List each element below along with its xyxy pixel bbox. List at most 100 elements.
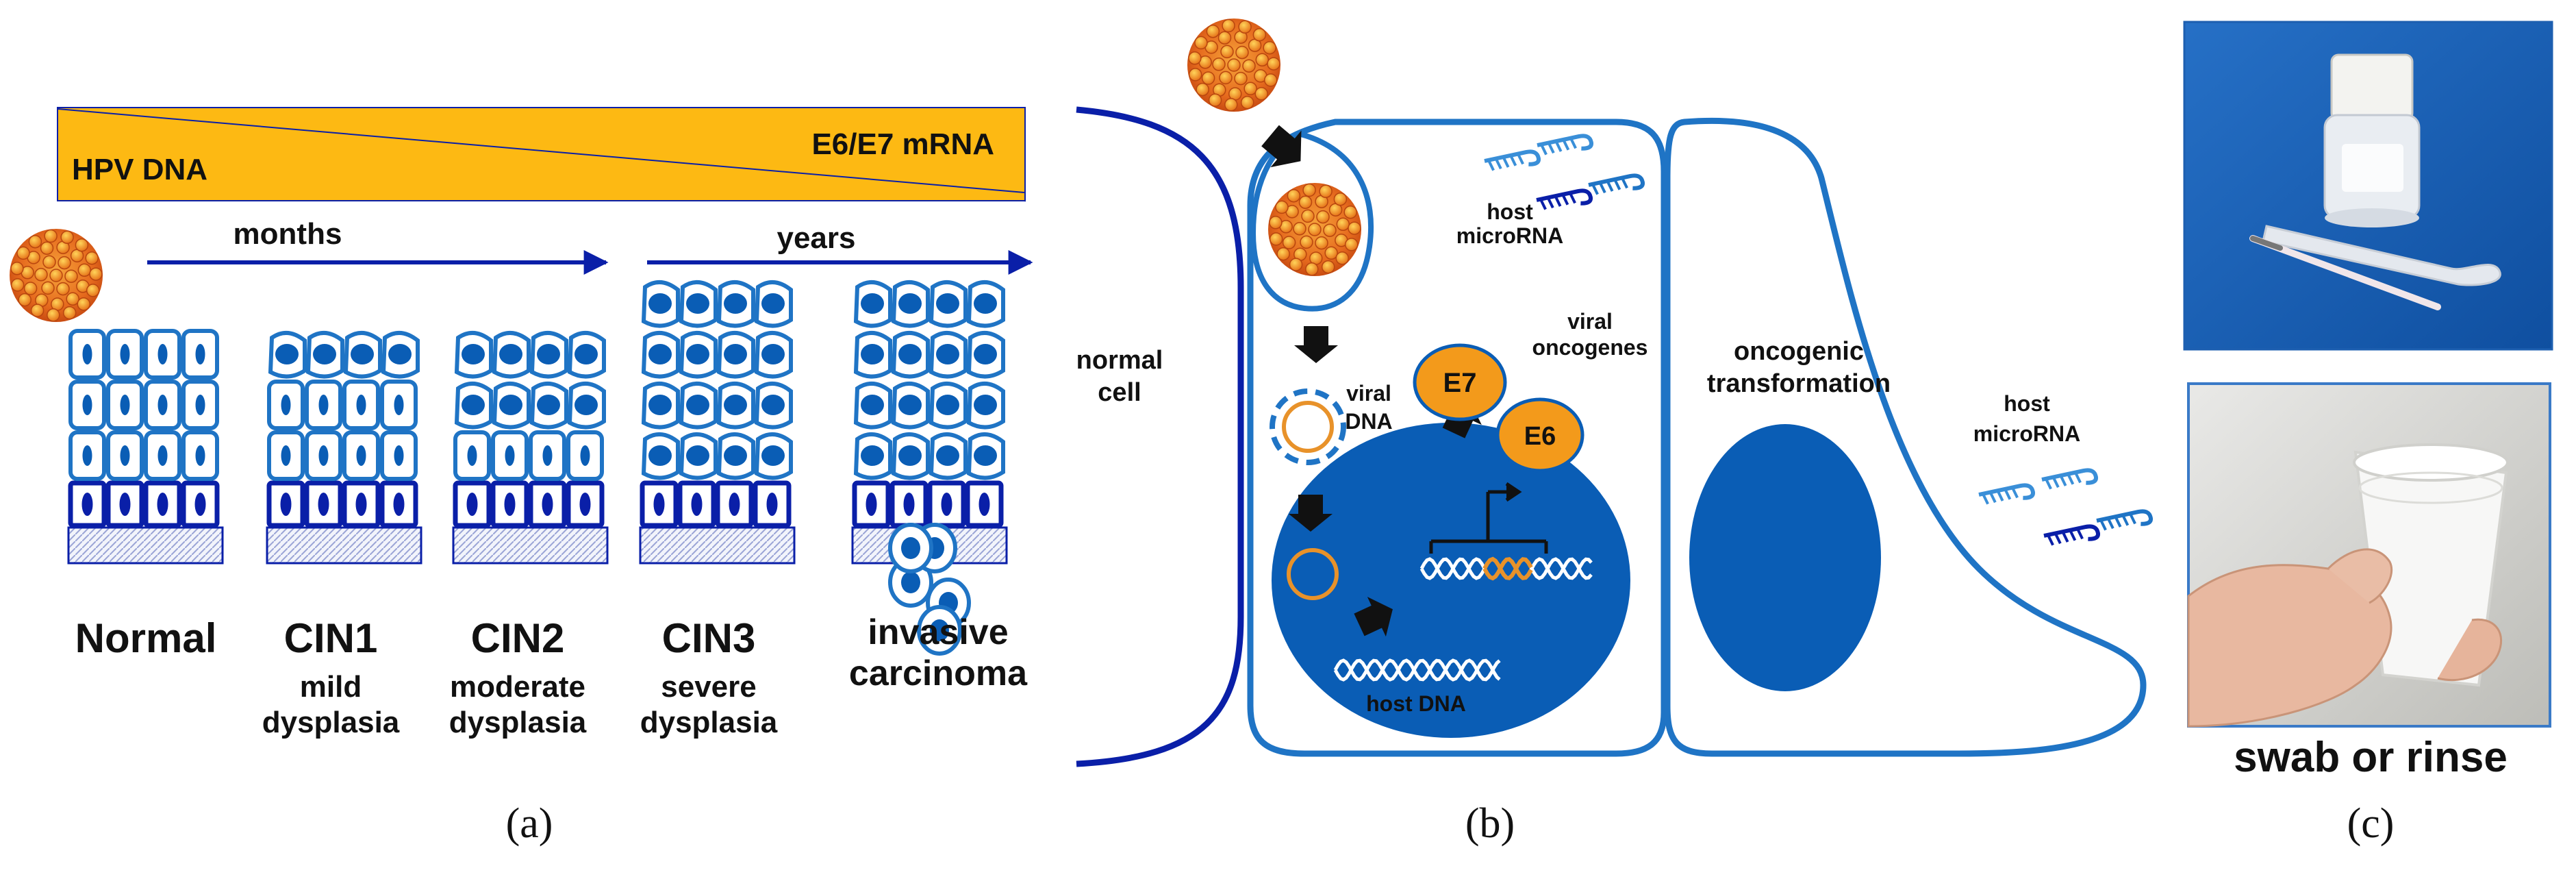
stage-cin3-title: CIN3 [662,615,756,661]
capsomere [89,267,103,281]
virus-capsomeres [1269,183,1361,276]
microrna-base [1982,493,1989,505]
cell-nucleus [505,445,515,466]
capsomere [1263,73,1278,87]
dna-strand [1333,658,1501,682]
capsomere [10,278,25,292]
enlarged-nucleus [724,395,747,415]
microrna-base [1613,179,1621,190]
epithelium-stages [67,280,1008,656]
microrna-base [2069,530,2077,541]
capsomere [77,297,90,311]
microrna-icon [1588,173,1645,195]
microrna-base [1554,140,1563,152]
enlarged-nucleus [936,293,959,314]
capsomere [1321,260,1335,274]
enlarged-nucleus [574,395,598,415]
basal-nucleus [729,493,740,516]
capsomere [1301,209,1315,223]
capsomere [30,304,45,317]
capsomere [1227,58,1241,72]
enlarged-nucleus [974,344,997,364]
basal-nucleus [194,493,206,516]
capsomere [62,306,77,320]
enlarged-nucleus [686,445,709,466]
cell-nucleus [394,445,404,466]
infected-cell-nucleus [1272,423,1630,738]
capsomere [34,268,48,282]
capsomere [40,241,54,255]
capsomere [1315,236,1328,250]
cell-nucleus [281,445,291,466]
microrna-base [1996,490,2004,502]
capsomere [16,246,30,260]
cell-nucleus [580,445,590,466]
microrna-base [2054,532,2062,545]
oncogenic-label-1: oncogenic [1734,337,1864,366]
basal-nucleus [393,493,405,516]
capsomere [86,284,100,297]
basal-nucleus [903,493,915,516]
dna-helices [1333,556,1593,682]
enlarged-nucleus [898,445,922,466]
microrna-base [1606,180,1614,192]
normal-cell-label-1: normal [1076,346,1163,375]
microrna-base [1494,158,1502,170]
epithelium-stage-2 [452,331,609,565]
capsomere [1188,68,1202,82]
enlarged-nucleus [499,344,522,364]
arrow-entry [1261,125,1302,168]
capsomere [1188,51,1202,65]
capsomere [1234,71,1248,86]
capsomere [1305,262,1319,276]
enlarged-nucleus [861,293,884,314]
capsomere [64,269,78,283]
panel-b: normal cell oncogenic transformation [1076,18,2154,847]
capsomere [1333,192,1348,206]
microrna-icon [1536,188,1593,210]
hpv-virus-entering-icon [1187,18,1280,112]
capsomere [1224,98,1238,112]
capsomere [1275,200,1289,214]
enlarged-nucleus [686,395,709,415]
capsomere [23,282,38,295]
capsomere [58,256,71,270]
enlarged-nucleus [861,445,884,466]
enlarged-nucleus [388,344,412,364]
capsomere [1269,216,1283,230]
basal-nucleus [81,493,93,516]
capsomere [1238,20,1252,34]
basal-nucleus [119,493,131,516]
microrna-stem [2043,524,2101,541]
capsomere [1302,183,1316,197]
microrna-base [2074,471,2082,484]
invading-nucleus [930,619,949,641]
capsomere [1343,205,1357,219]
viral-dna-episome [1282,401,1334,453]
e6-e7-mrna-label: E6/E7 mRNA [811,127,994,161]
microrna-stem [1588,173,1645,190]
cell-nucleus [157,395,168,415]
basement-membrane [452,526,609,565]
cell-nucleus [82,445,92,466]
enlarged-nucleus [648,293,672,314]
enlarged-nucleus [648,395,672,415]
microrna-base [2106,517,2114,530]
invading-nucleus [901,537,920,559]
microrna-base [1591,183,1599,195]
panel-c: swab or rinse (c) [2183,21,2553,847]
cell-nucleus [318,395,329,415]
enlarged-nucleus [724,445,747,466]
microrna-base [1569,137,1577,149]
capsomere [1316,210,1330,224]
stage-labels: Normal CIN1 mild dysplasia CIN2 moderate… [75,612,1028,739]
microrna-base [1547,142,1555,154]
enlarged-nucleus [462,395,485,415]
microrna-stem [1537,134,1594,151]
enlarged-nucleus [351,344,374,364]
microrna-base [1546,197,1554,209]
capsomere [1287,188,1301,203]
enlarged-nucleus [724,293,747,314]
epithelium-stage-3 [639,280,796,565]
